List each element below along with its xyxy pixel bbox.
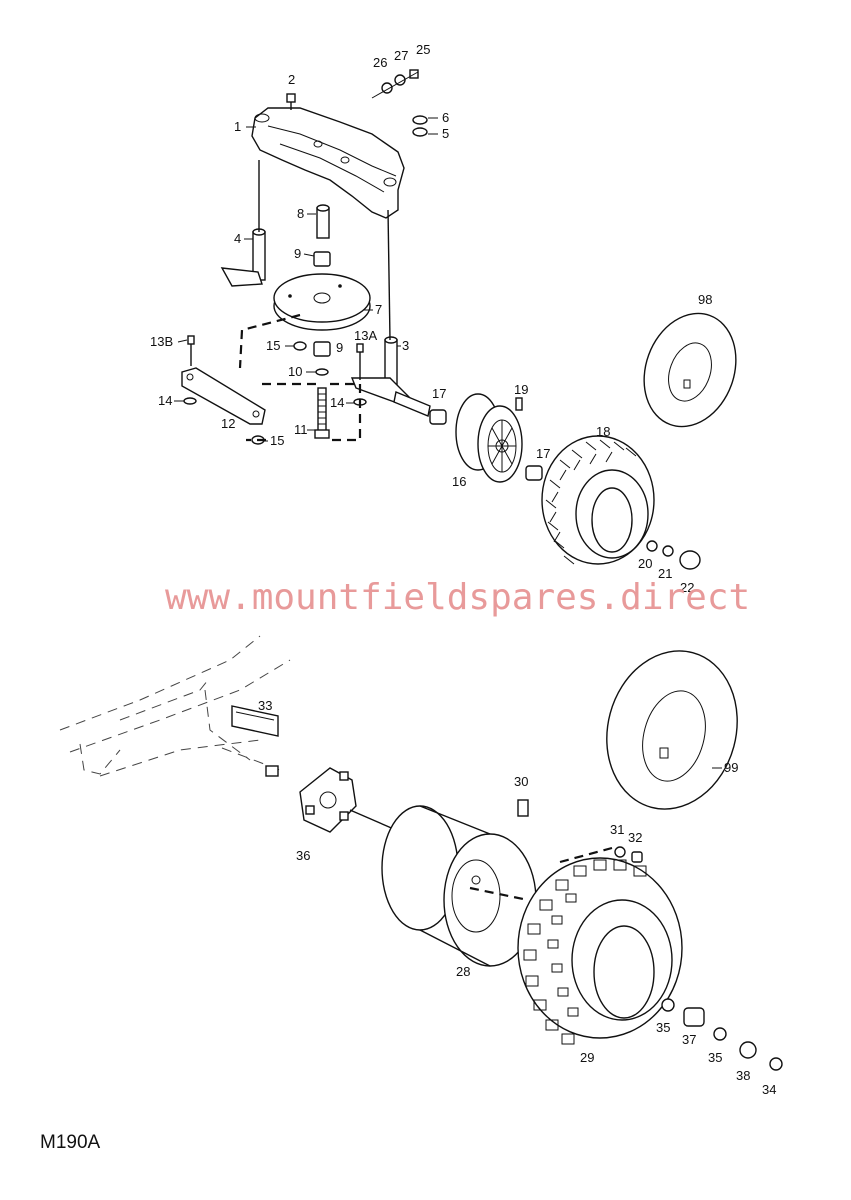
label-10: 10 — [288, 364, 302, 379]
inner-tube-front — [643, 312, 737, 428]
label-34: 34 — [762, 1082, 776, 1097]
bolt-13b — [187, 335, 195, 345]
label-16: 16 — [452, 474, 466, 489]
bolt — [286, 93, 296, 110]
rear-rim — [381, 805, 537, 967]
bolt-13a — [356, 343, 364, 353]
front-rim — [455, 393, 523, 483]
label-20: 20 — [638, 556, 652, 571]
label-37: 37 — [682, 1032, 696, 1047]
label-30: 30 — [514, 774, 528, 789]
cap-22 — [679, 550, 701, 570]
bolt-path — [469, 846, 613, 902]
axle-bracket — [251, 107, 405, 219]
watermark-text: www.mountfieldspares.direct — [165, 577, 751, 618]
label-27: 27 — [394, 48, 408, 63]
circlip-34 — [769, 1057, 783, 1071]
label-38: 38 — [736, 1068, 750, 1083]
washer — [315, 368, 329, 376]
washer-35b — [713, 1027, 727, 1041]
label-33: 33 — [258, 698, 272, 713]
rear-tyre — [517, 857, 683, 1045]
king-pin-left — [220, 160, 266, 287]
valve-30 — [517, 799, 529, 817]
washer-35a — [661, 998, 675, 1012]
label-9-upper: 9 — [294, 246, 301, 261]
label-4: 4 — [234, 231, 241, 246]
label-1: 1 — [234, 119, 241, 134]
label-17-upper: 17 — [432, 386, 446, 401]
clip-21 — [662, 545, 674, 557]
label-18: 18 — [596, 424, 610, 439]
label-9-lower: 9 — [336, 340, 343, 355]
washer-stack — [371, 69, 419, 99]
label-25: 25 — [416, 42, 430, 57]
label-31: 31 — [610, 822, 624, 837]
label-3: 3 — [402, 338, 409, 353]
label-26: 26 — [373, 55, 387, 70]
inner-tube-rear — [606, 650, 738, 810]
label-35a: 35 — [656, 1020, 670, 1035]
label-6: 6 — [442, 110, 449, 125]
axle-stub — [265, 765, 279, 777]
label-14-right: 14 — [330, 395, 344, 410]
washer-38 — [739, 1041, 757, 1059]
label-22: 22 — [680, 580, 694, 595]
rear-hub — [299, 767, 397, 833]
sleeve — [316, 204, 330, 239]
label-8: 8 — [297, 206, 304, 221]
label-99: 99 — [724, 760, 738, 775]
nut-lower — [313, 341, 331, 357]
valve-19 — [515, 397, 523, 411]
washer-14-left — [183, 397, 197, 405]
label-21: 21 — [658, 566, 672, 581]
label-11: 11 — [294, 422, 308, 437]
nut-upper — [313, 251, 331, 267]
steering-link — [181, 367, 266, 425]
label-14-left: 14 — [158, 393, 172, 408]
label-19: 19 — [514, 382, 528, 397]
front-hub-bush-17b — [525, 465, 543, 481]
label-35b: 35 — [708, 1050, 722, 1065]
label-15-upper: 15 — [266, 338, 280, 353]
label-13a: 13A — [354, 328, 377, 343]
front-hub-bush-17a — [429, 409, 447, 425]
washer-20 — [646, 540, 658, 552]
label-98: 98 — [698, 292, 712, 307]
spacer-strip — [231, 705, 279, 737]
king-pin-right — [350, 209, 431, 417]
label-17-lower: 17 — [536, 446, 550, 461]
nut-32 — [631, 851, 643, 863]
label-15-lower: 15 — [270, 433, 284, 448]
label-36: 36 — [296, 848, 310, 863]
washer-pair — [412, 115, 428, 137]
pulley — [273, 273, 371, 331]
part-labels: 1 2 4 8 9 7 26 27 25 6 5 13B 15 9 13A 3 … — [150, 42, 776, 1097]
label-28: 28 — [456, 964, 470, 979]
label-2: 2 — [288, 72, 295, 87]
label-12: 12 — [221, 416, 235, 431]
threaded-bolt — [314, 387, 330, 439]
diagram-code: M190A — [40, 1132, 101, 1153]
label-5: 5 — [442, 126, 449, 141]
washer-31 — [614, 846, 626, 858]
front-tyre — [541, 435, 655, 565]
label-7: 7 — [375, 302, 382, 317]
label-29: 29 — [580, 1050, 594, 1065]
spacer-37 — [683, 1007, 705, 1027]
nut-small — [293, 341, 307, 351]
label-13b: 13B — [150, 334, 173, 349]
chassis-outline — [59, 635, 291, 777]
label-32: 32 — [628, 830, 642, 845]
